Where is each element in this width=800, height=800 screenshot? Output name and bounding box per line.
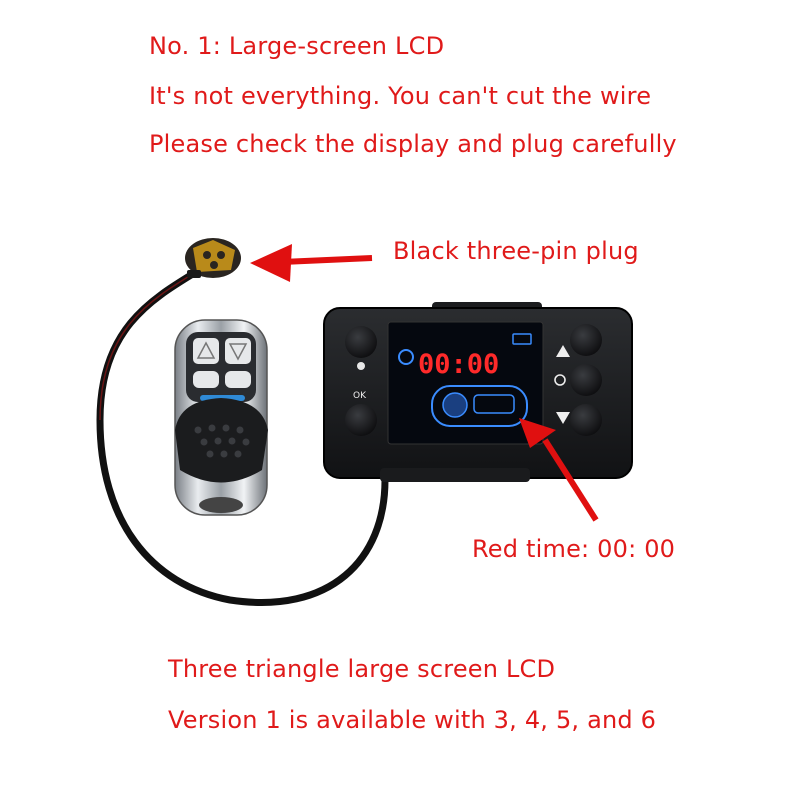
- triangle-down-icon: [228, 343, 248, 361]
- footer-line-1: Three triangle large screen LCD: [168, 655, 556, 683]
- down-triangle-icon: [556, 412, 570, 424]
- footer-line-2: Version 1 is available with 3, 4, 5, and…: [168, 706, 657, 734]
- ok-button[interactable]: [345, 404, 377, 436]
- header-line-2: It's not everything. You can't cut the w…: [149, 82, 652, 110]
- lcd-controller: OK 00:00: [323, 302, 633, 482]
- heater-graphic: [431, 385, 528, 427]
- header-line-1: No. 1: Large-screen LCD: [149, 32, 445, 60]
- fob-button-3[interactable]: [193, 371, 219, 388]
- lcd-time-display: 00:00: [418, 349, 499, 380]
- clock-icon: [398, 349, 414, 365]
- battery-icon: [512, 333, 532, 345]
- remote-fob: [174, 319, 268, 516]
- sun-icon: [357, 362, 365, 370]
- time-callout-label: Red time: 00: 00: [472, 535, 676, 563]
- three-pin-plug: [185, 238, 241, 278]
- left-top-button[interactable]: [345, 326, 377, 358]
- header-line-3: Please check the display and plug carefu…: [149, 130, 677, 158]
- ok-label: OK: [353, 391, 367, 401]
- cable: [96, 268, 389, 606]
- up-triangle-icon: [556, 345, 570, 357]
- plug-callout-label: Black three-pin plug: [393, 237, 639, 265]
- down-button[interactable]: [570, 404, 602, 436]
- display-arrow: [519, 418, 599, 522]
- power-icon: [554, 374, 566, 386]
- fob-button-4[interactable]: [225, 371, 251, 388]
- plug-arrow: [250, 244, 373, 282]
- triangle-up-icon: [196, 341, 216, 359]
- power-button[interactable]: [570, 364, 602, 396]
- up-button[interactable]: [570, 324, 602, 356]
